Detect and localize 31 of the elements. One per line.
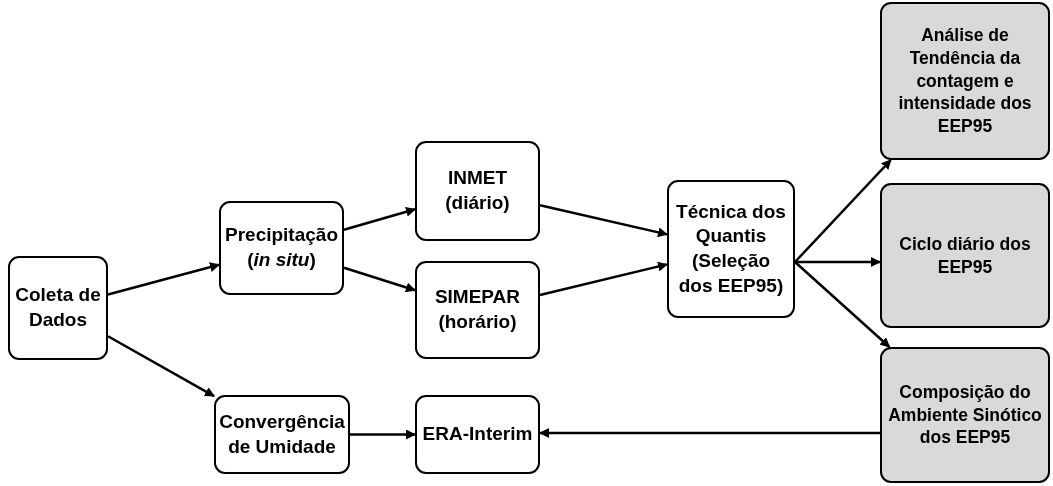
- process-box: [415, 395, 540, 474]
- process-box: [415, 261, 540, 359]
- result-box: [880, 347, 1050, 483]
- arrow: [107, 262, 220, 296]
- arrow: [794, 261, 891, 348]
- arrow: [539, 428, 880, 438]
- arrow: [539, 204, 668, 238]
- process-box: [214, 395, 350, 474]
- process-box: [667, 180, 795, 318]
- node-label: Composição do Ambiente Sinótico dos EEP95: [887, 380, 1043, 450]
- process-box: [8, 256, 108, 360]
- arrow: [343, 266, 416, 293]
- node-label: INMET (diário): [444, 166, 511, 215]
- arrow: [795, 257, 881, 267]
- process-box: [415, 141, 540, 241]
- node-label: SIMEPAR (horário): [433, 285, 522, 334]
- node-label: Análise de Tendência da contagem e intensidade dos EEP95: [897, 24, 1033, 138]
- arrow: [539, 261, 668, 297]
- node-label: Técnica dos Quantis (Seleção dos EEP95): [675, 199, 787, 298]
- node-label: Convergência de Umidade: [219, 409, 345, 459]
- arrow: [350, 429, 416, 440]
- result-box: [880, 2, 1050, 160]
- node-label: Precipitação (in situ): [225, 223, 338, 272]
- arrow: [107, 335, 215, 398]
- node-label: Ciclo diário dos EEP95: [898, 232, 1032, 279]
- process-box: [219, 201, 344, 295]
- result-box: [880, 183, 1050, 328]
- node-label: Coleta de Dados: [14, 283, 102, 332]
- node-label: ERA-Interim: [422, 422, 533, 447]
- arrow: [343, 206, 416, 232]
- arrow: [794, 159, 892, 263]
